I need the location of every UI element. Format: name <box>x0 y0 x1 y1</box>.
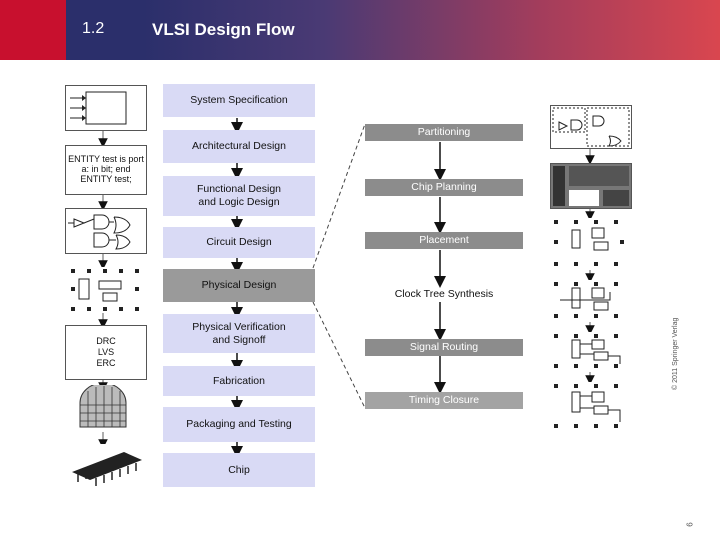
step-chip: Chip <box>163 453 315 487</box>
pd-step-chip-planning: Chip Planning <box>365 179 523 196</box>
step-physical-design: Physical Design <box>163 269 315 302</box>
check-drc: DRC <box>96 336 116 346</box>
step-physical-verification: Physical Verification and Signoff <box>163 314 315 353</box>
timing-closure-icon <box>550 382 630 430</box>
clock-tree-icon <box>550 280 630 320</box>
step-fabrication: Fabrication <box>163 366 315 396</box>
section-number: 1.2 <box>82 20 105 37</box>
vhdl-code-text: ENTITY test is port a: in bit; end ENTIT… <box>68 154 144 184</box>
pd-step-placement: Placement <box>365 232 523 249</box>
step-system-specification: System Specification <box>163 84 315 117</box>
pd-step-signal-routing: Signal Routing <box>365 339 523 356</box>
check-erc: ERC <box>96 358 116 368</box>
page-number: 6 <box>685 522 695 527</box>
vhdl-code-box: ENTITY test is port a: in bit; end ENTIT… <box>65 145 147 195</box>
pd-step-partitioning: Partitioning <box>365 124 523 141</box>
layout-icon <box>65 267 145 313</box>
partitioning-icon <box>550 105 632 149</box>
step-circuit-design: Circuit Design <box>163 227 315 258</box>
placement-icon <box>550 218 630 268</box>
step-architectural-design: Architectural Design <box>163 130 315 163</box>
copyright-notice: © 2011 Springer Verlag <box>672 317 679 390</box>
spec-block-icon <box>65 85 147 131</box>
title-bar <box>0 0 720 60</box>
section-badge <box>0 0 66 60</box>
wafer-icon <box>76 382 130 431</box>
step-functional-logic-design: Functional Design and Logic Design <box>163 176 315 216</box>
packaged-chip-icon <box>66 444 148 488</box>
verification-box: DRC LVS ERC <box>65 325 147 380</box>
step-packaging-testing: Packaging and Testing <box>163 407 315 442</box>
pd-step-timing-closure: Timing Closure <box>365 392 523 409</box>
chip-planning-icon <box>550 163 632 209</box>
expansion-lines <box>312 123 366 409</box>
signal-routing-icon <box>550 332 630 370</box>
check-lvs: LVS <box>97 347 115 357</box>
page-title: VLSI Design Flow <box>152 20 295 39</box>
pd-step-clock-tree-synthesis: Clock Tree Synthesis <box>394 288 494 300</box>
logic-gates-icon <box>65 208 147 254</box>
side-flow-arrows <box>98 130 595 449</box>
